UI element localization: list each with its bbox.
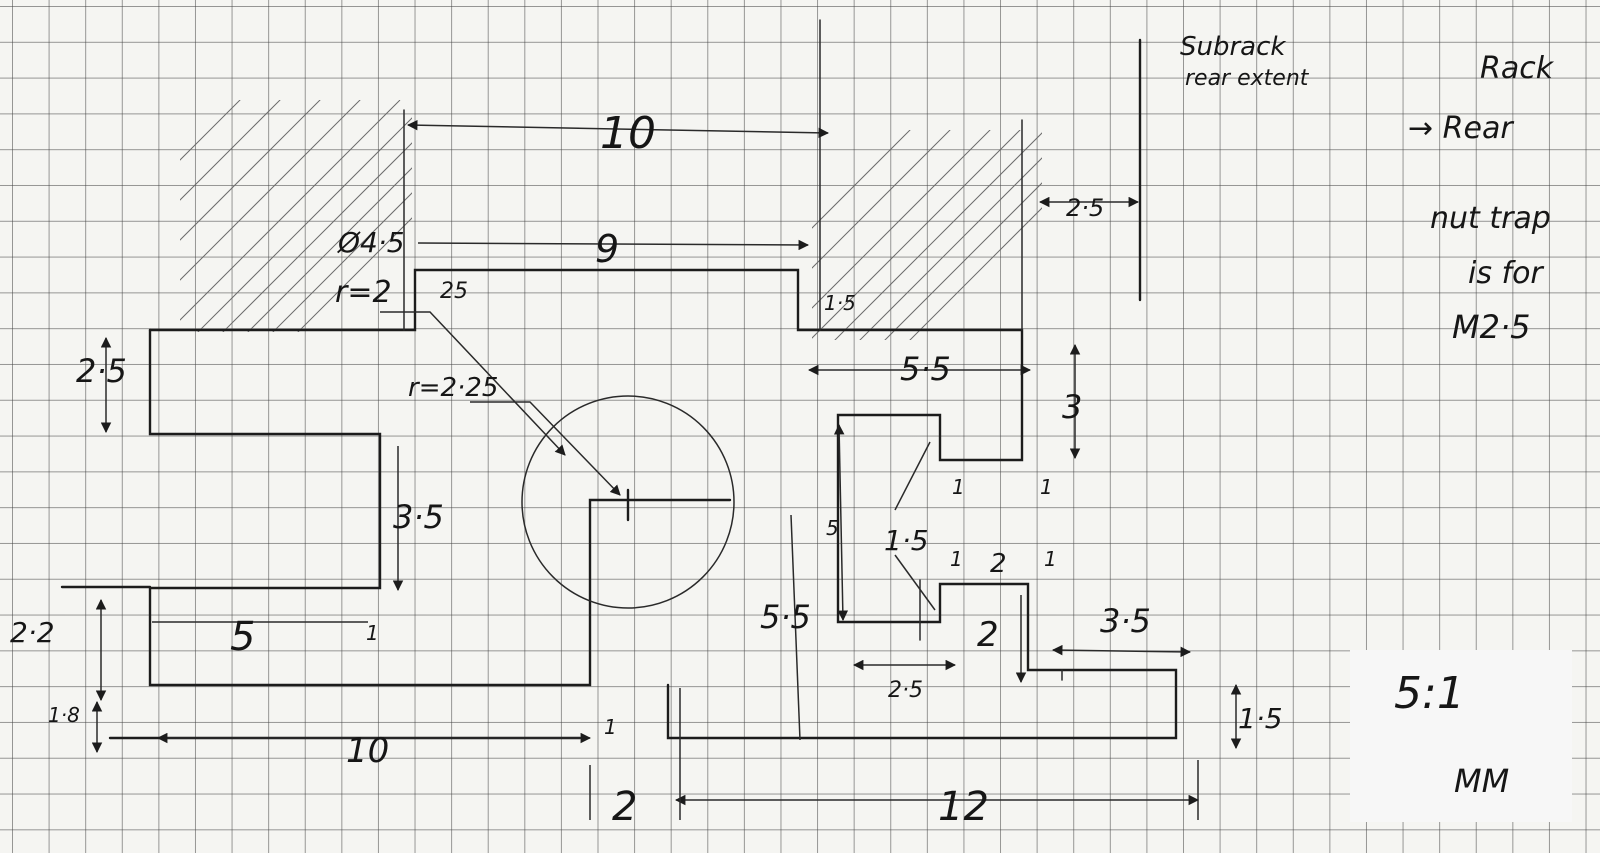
note-units: MM <box>1454 762 1509 800</box>
dim-left-bottom-height: 2·2 <box>10 616 55 649</box>
dim-r-top: r=2 <box>335 275 392 310</box>
dim-bottom-small: 2 <box>612 784 637 830</box>
scale-label-box <box>1350 650 1572 822</box>
tick-1d: 1 <box>366 621 379 645</box>
dim-trap-width: 2·5 <box>888 678 923 703</box>
dim-bottom-left-width: 10 <box>346 731 389 771</box>
dim-bottom-right-width: 12 <box>938 784 989 830</box>
note-subrack-2: rear extent <box>1185 66 1310 91</box>
hole-circle <box>521 395 735 609</box>
dim-r-mid: r=2·25 <box>408 373 498 403</box>
dim-left-bottom-small: 1·8 <box>48 703 80 727</box>
tick-1a: 1 <box>952 475 965 499</box>
dim-mid-depth: 5·5 <box>760 598 811 636</box>
dim-trap-step-w: 2 <box>990 549 1007 579</box>
dim-trap-step-h: 2 <box>977 615 999 655</box>
dim-right-run: 3·5 <box>1100 602 1151 640</box>
dim-hole-dia: Ø4·5 <box>337 226 405 259</box>
tick-1b: 1 <box>1040 475 1053 499</box>
note-nut-2: is for <box>1468 256 1544 291</box>
dim-right-gap: 2·5 <box>1066 194 1104 222</box>
dim-small-step: 1·5 <box>824 291 856 315</box>
dim-top-width: 10 <box>600 108 656 159</box>
dimension-lines <box>91 119 1242 820</box>
sketch-annotations: Subrack rear extent Rack → Rear nut trap… <box>10 32 1555 830</box>
note-subrack-1: Subrack <box>1180 32 1286 62</box>
hatch-right <box>812 130 1042 340</box>
dim-right-width: 5·5 <box>900 350 951 388</box>
dim-right-step-height: 3 <box>1062 388 1082 426</box>
note-nut-3: M2·5 <box>1452 308 1531 346</box>
dim-left-width-5: 5 <box>230 614 255 660</box>
leader-lines <box>380 311 936 611</box>
dim-left-drop: 3·5 <box>393 498 444 536</box>
note-rack-1: Rack <box>1480 51 1555 86</box>
dim-trap-label: 1·5 <box>884 524 929 557</box>
dim-inner-height: 5 <box>826 516 839 540</box>
dim-upper-width: 9 <box>595 227 619 271</box>
tick-1e: 1 <box>604 715 617 739</box>
note-scale: 5:1 <box>1394 668 1465 719</box>
dim-right-bottom-step: 1·5 <box>1238 702 1283 735</box>
note-nut-1: nut trap <box>1430 201 1551 236</box>
dim-left-step-height: 2·5 <box>76 352 127 390</box>
hatch-left <box>180 100 412 332</box>
dim-r-top-alt: 25 <box>440 279 468 304</box>
tick-1c: 1 <box>1044 547 1057 571</box>
note-rack-2: → Rear <box>1408 111 1514 146</box>
tick-1f: 1 <box>950 547 963 571</box>
